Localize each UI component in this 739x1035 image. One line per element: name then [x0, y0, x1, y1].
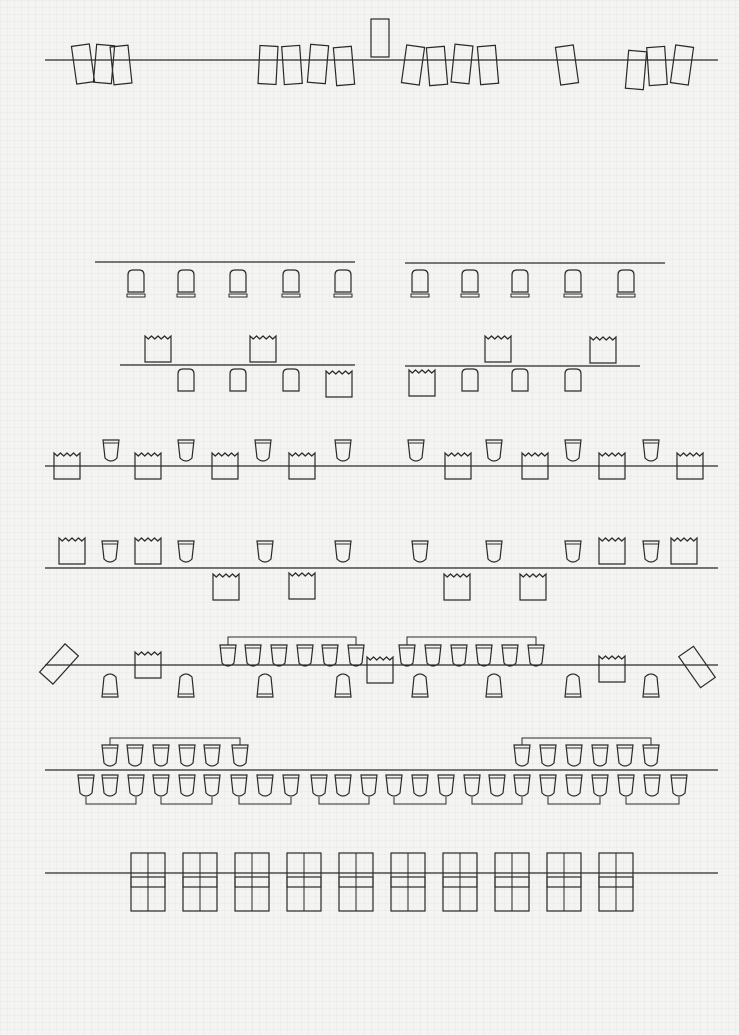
diagram-sheet [0, 0, 739, 1035]
grid-paper [0, 0, 739, 1035]
